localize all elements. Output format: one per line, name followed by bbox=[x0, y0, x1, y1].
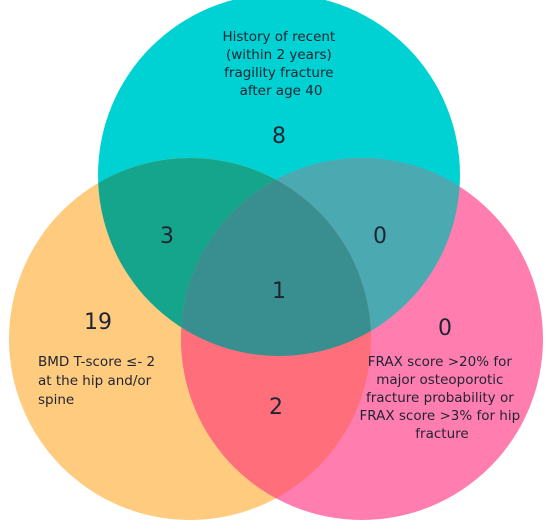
label-fracture-history: History of recent (within 2 years) fragi… bbox=[222, 29, 339, 99]
count-all-three: 1 bbox=[272, 279, 286, 304]
count-frax-only: 0 bbox=[438, 316, 452, 341]
count-bmd-only: 19 bbox=[84, 310, 112, 335]
label-frax-score: FRAX score >20% for major osteoporotic f… bbox=[360, 354, 525, 442]
count-fracture-only: 8 bbox=[272, 124, 286, 149]
count-fracture-bmd: 3 bbox=[160, 224, 174, 249]
count-fracture-frax: 0 bbox=[373, 224, 387, 249]
label-bmd-t-score: BMD T-score ≤- 2 at the hip and/or spine bbox=[38, 354, 159, 408]
count-bmd-frax: 2 bbox=[269, 395, 283, 420]
